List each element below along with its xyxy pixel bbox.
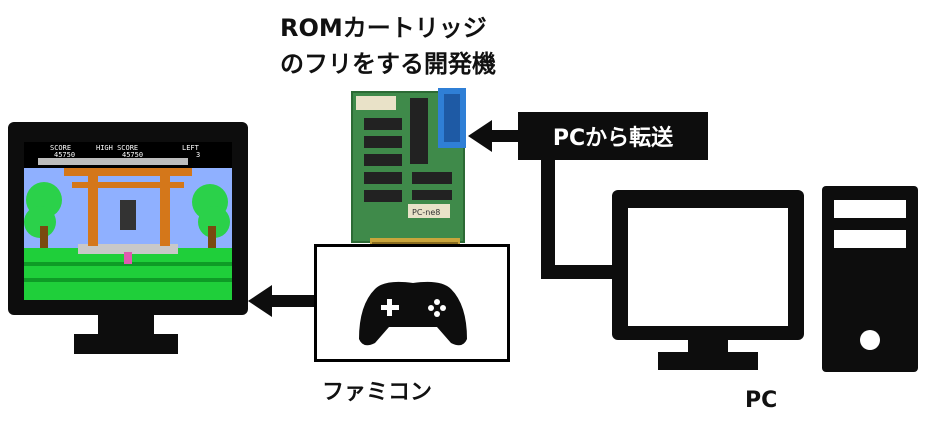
title-line-1: ROMカートリッジ bbox=[280, 14, 487, 42]
gamepad-icon bbox=[359, 281, 467, 346]
hud-score-value: 45750 bbox=[54, 151, 75, 159]
hud-high-score-label: HIGH SCORE bbox=[96, 144, 138, 152]
game-screenshot bbox=[24, 142, 232, 300]
pc-tower bbox=[822, 186, 918, 372]
famicom-box bbox=[314, 244, 510, 362]
badge-text: PCから転送 bbox=[552, 126, 674, 151]
pc-label: PC bbox=[745, 388, 778, 413]
tv-monitor: SCORE 45750 HIGH SCORE 45750 LEFT 3 bbox=[8, 122, 248, 354]
pc-to-badge-line bbox=[541, 160, 612, 279]
hud-left-value: 3 bbox=[196, 151, 200, 159]
famicom-label: ファミコン bbox=[322, 380, 433, 405]
pc-monitor bbox=[612, 190, 804, 370]
transfer-arrow bbox=[468, 120, 519, 152]
board-label: PC-ne8 bbox=[412, 208, 440, 217]
diagram-title: ROMカートリッジ のフリをする開発機 bbox=[280, 10, 496, 82]
famicom-to-tv-arrow bbox=[248, 285, 316, 317]
hud-left-label: LEFT bbox=[182, 144, 200, 152]
hud-score-label: SCORE bbox=[50, 144, 71, 152]
hud-high-score-value: 45750 bbox=[122, 151, 143, 159]
title-line-2: のフリをする開発機 bbox=[280, 50, 496, 78]
cartridge-dev-board: PC-ne8 bbox=[351, 88, 466, 254]
transfer-badge: PCから転送 bbox=[518, 112, 708, 160]
